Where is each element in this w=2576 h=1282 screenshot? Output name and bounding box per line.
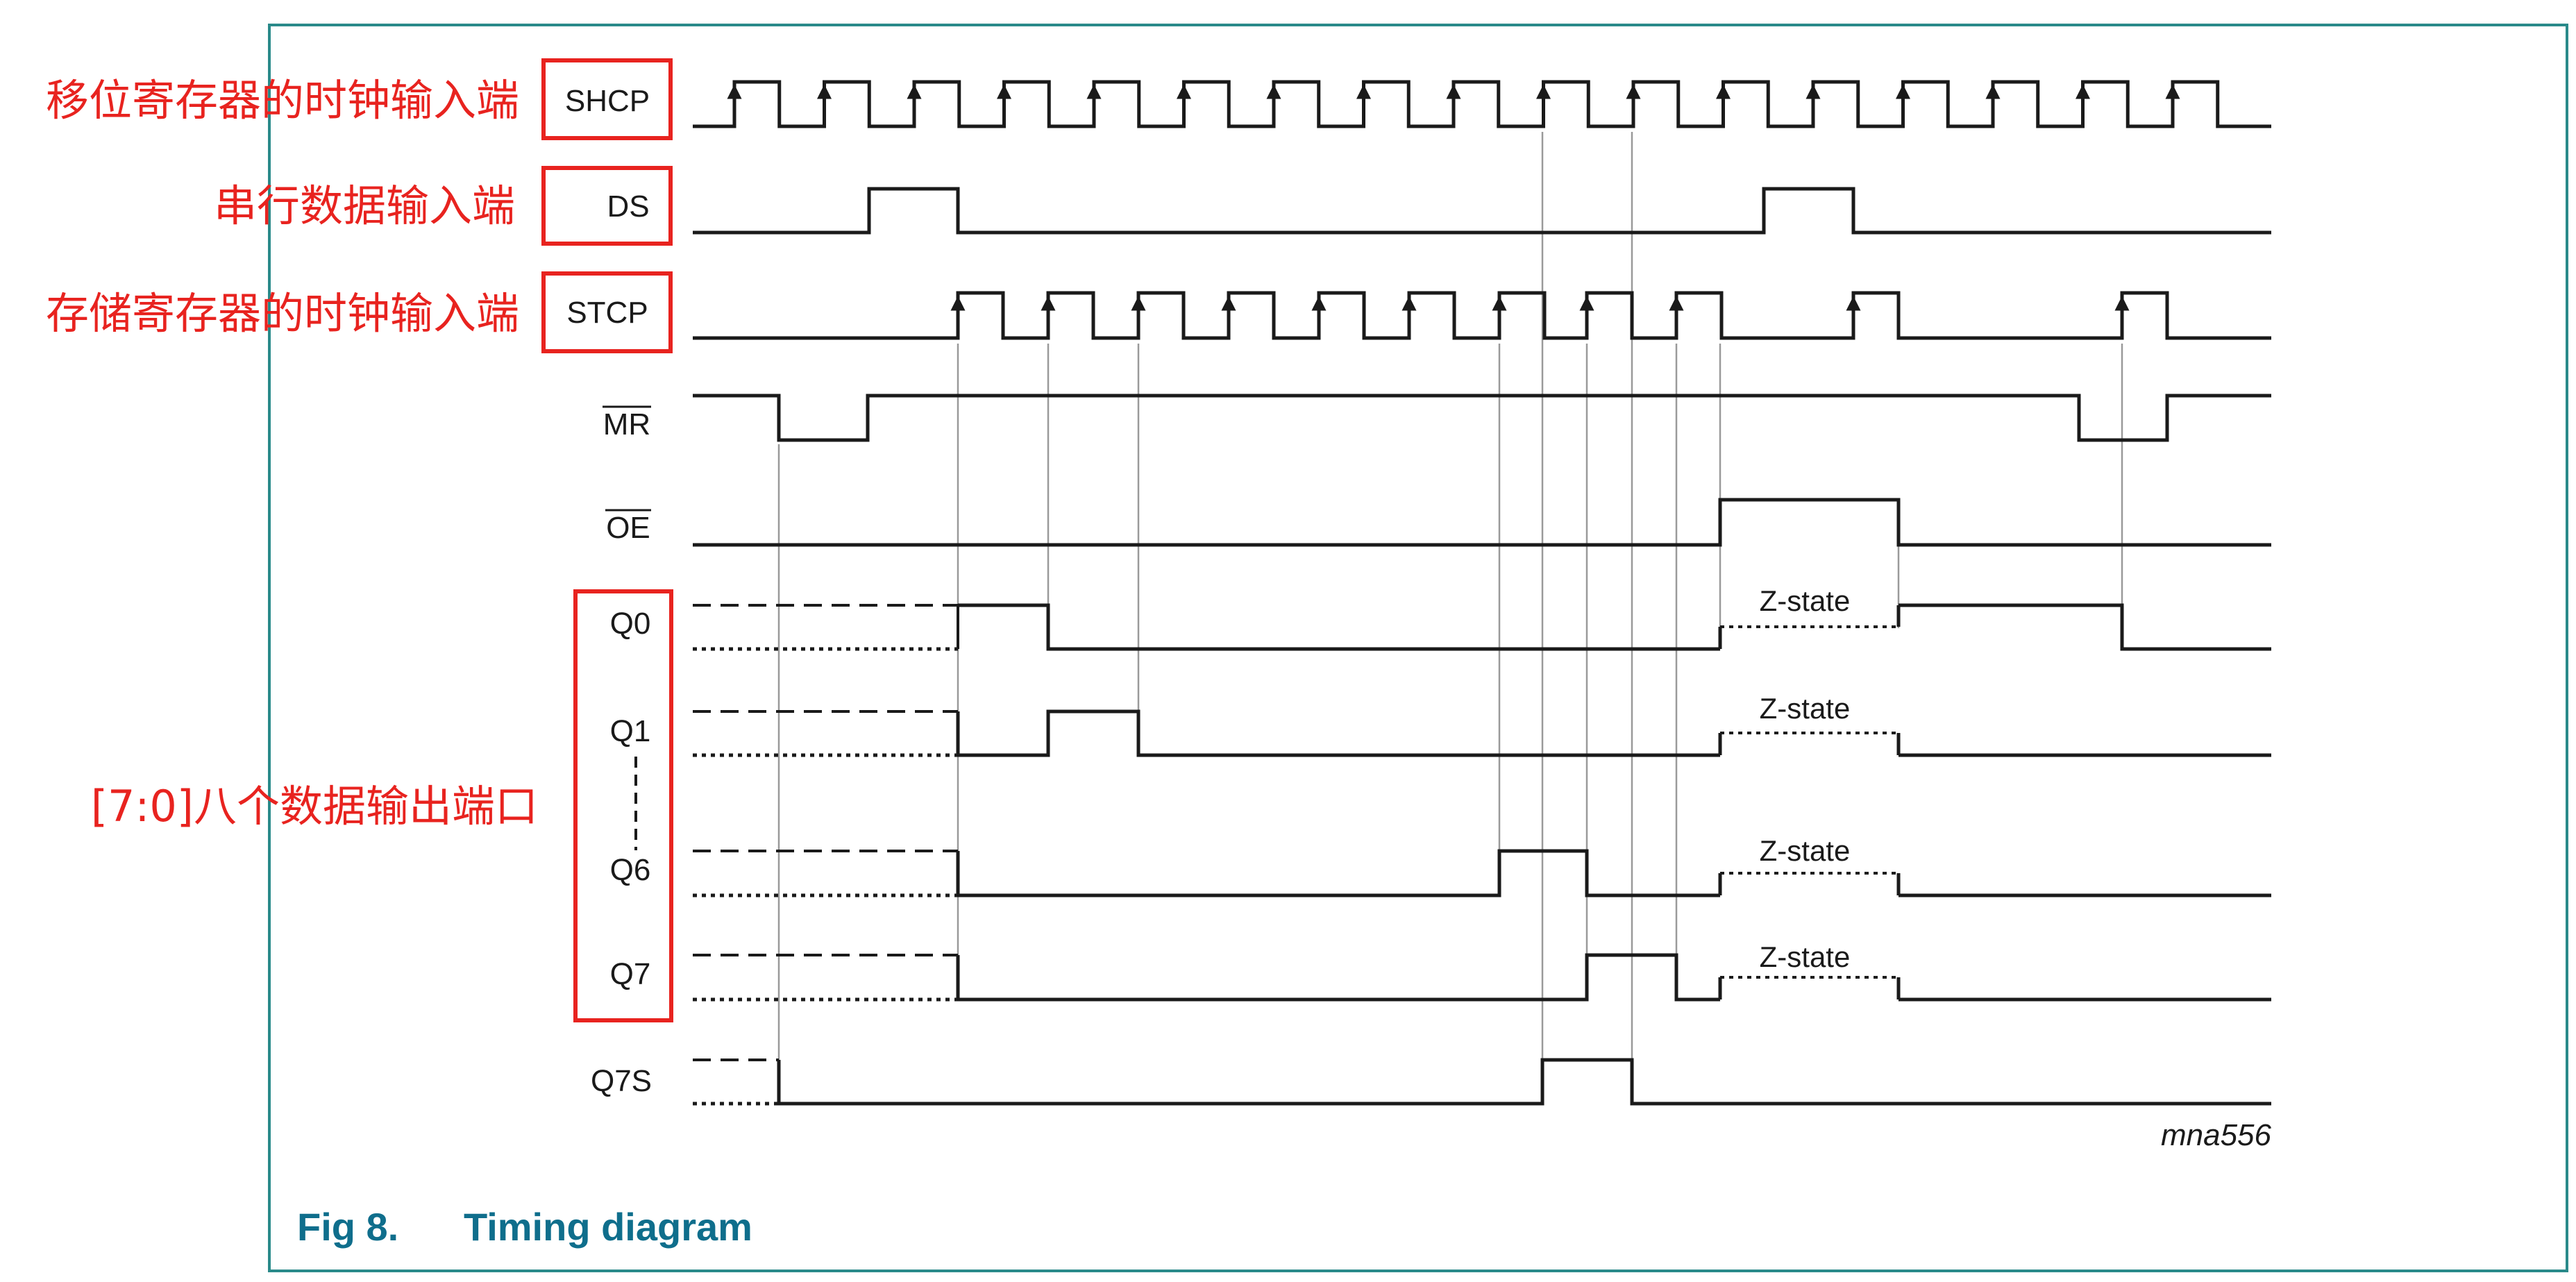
annotation-ds: 串行数据输入端 — [214, 180, 515, 231]
signal-label-q1: Q1 — [610, 714, 651, 748]
signal-label-stcp: STCP — [566, 296, 648, 330]
z-state-label-q0: Z-state — [1760, 584, 1851, 617]
figure-frame — [268, 24, 2568, 1272]
q1-waveform — [956, 709, 1720, 757]
annotation-shcp: 移位寄存器的时钟输入端 — [46, 75, 519, 126]
waveforms — [693, 80, 2271, 1106]
signal-label-q7s: Q7S — [591, 1064, 652, 1098]
mr-waveform — [693, 394, 2271, 442]
signal-label-q0: Q0 — [610, 607, 651, 641]
signal-label-ds: DS — [607, 189, 649, 223]
q6-waveform — [956, 849, 1720, 897]
ds-waveform — [693, 187, 2271, 235]
stcp-highlight-box — [541, 271, 673, 353]
q7s-waveform — [777, 1058, 2271, 1106]
stcp-waveform — [693, 291, 2271, 340]
q0-waveform — [958, 603, 1720, 651]
q7-waveform — [956, 953, 1720, 1002]
signal-label-q7: Q7 — [610, 957, 651, 991]
figure-id: mna556 — [2161, 1118, 2272, 1152]
timing-guide-lines — [777, 132, 2123, 1100]
outputs-highlight-box — [573, 589, 673, 1022]
z-state-label-q6: Z-state — [1760, 834, 1851, 867]
signal-label-shcp: SHCP — [565, 84, 650, 118]
annotation-outputs: [7:0]八个数据输出端口 — [91, 781, 538, 832]
signal-label-oe: OE — [606, 511, 650, 545]
ds-highlight-box — [541, 166, 673, 246]
shcp-highlight-box — [541, 58, 673, 140]
signal-label-mr: MR — [603, 407, 650, 441]
signal-label-q6: Q6 — [610, 853, 651, 887]
annotation-stcp: 存储寄存器的时钟输入端 — [46, 288, 519, 339]
z-state-label-q1: Z-state — [1760, 692, 1851, 725]
caption-number: Fig 8. — [297, 1205, 398, 1249]
shcp-waveform — [693, 80, 2271, 128]
oe-waveform — [693, 498, 2271, 547]
caption-title: Timing diagram — [464, 1205, 752, 1249]
z-state-label-q7: Z-state — [1760, 941, 1851, 973]
q0-waveform-after — [1899, 603, 2271, 651]
